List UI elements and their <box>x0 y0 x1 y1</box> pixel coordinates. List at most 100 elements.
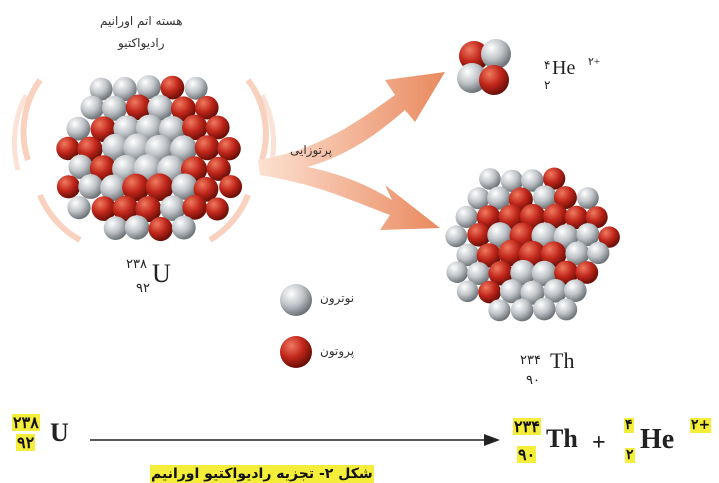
legend-neutron-label: نوترون <box>320 291 355 305</box>
nucleon-ball <box>467 187 490 210</box>
helium-nucleus <box>457 39 511 95</box>
nucleon-ball <box>456 243 480 267</box>
nucleon-ball <box>148 216 173 242</box>
nucleon-ball <box>112 195 139 222</box>
nucleon-ball <box>479 65 509 95</box>
helium-symbol: He <box>552 57 576 79</box>
uranium-caption-line2: رادیواکتیو <box>118 36 165 50</box>
nucleon-ball <box>89 155 117 182</box>
nucleon-ball <box>500 169 524 193</box>
nucleon-ball <box>91 196 117 221</box>
nucleon-ball <box>170 135 198 163</box>
nucleon-ball <box>479 168 501 190</box>
decay-arrow-lower <box>258 160 440 230</box>
eq-thorium-atomic: ۹۰ <box>517 445 537 464</box>
nucleon-ball <box>160 75 185 100</box>
nucleon-ball <box>476 243 502 268</box>
eq-plus-sign: + <box>592 430 606 456</box>
nucleon-ball <box>66 116 91 141</box>
nucleon-ball <box>205 197 229 221</box>
nucleon-ball <box>564 205 589 230</box>
nucleon-ball <box>575 261 599 284</box>
nucleon-ball <box>533 297 556 321</box>
nucleon-ball <box>478 280 501 304</box>
nucleon-ball <box>145 173 174 201</box>
nucleon-ball <box>103 216 128 241</box>
nucleon-ball <box>195 95 219 120</box>
eq-helium-charge: ۲+ <box>690 417 712 433</box>
equation-arrow-head <box>484 434 500 446</box>
nucleon-ball <box>585 206 608 229</box>
nucleon-ball <box>56 175 81 199</box>
nucleon-ball <box>455 205 478 228</box>
nucleon-ball <box>510 259 536 286</box>
nucleon-ball <box>184 76 208 100</box>
nucleon-ball <box>554 260 579 285</box>
nucleon-ball <box>102 95 127 121</box>
decay-arrow-label: پرتوزایی <box>290 143 332 157</box>
nucleon-ball <box>158 115 186 143</box>
nucleon-ball <box>206 156 231 181</box>
nucleon-ball <box>194 135 220 161</box>
nucleon-ball <box>193 176 219 202</box>
nucleon-ball <box>521 169 544 192</box>
uranium-caption-line1: هسته اتم اورانیم <box>100 14 183 28</box>
nucleon-ball <box>565 241 590 266</box>
nucleon-ball <box>78 174 104 199</box>
nucleon-ball <box>488 260 514 286</box>
nucleon-ball <box>576 223 600 247</box>
nucleon-ball <box>136 75 161 100</box>
nucleon-ball <box>481 39 511 69</box>
thorium-atomic-number: ۹۰ <box>526 372 540 387</box>
nucleon-ball <box>68 154 93 179</box>
nucleon-ball <box>499 279 524 304</box>
nucleon-ball <box>217 137 241 161</box>
eq-helium-mass: ۴ <box>624 417 634 433</box>
nucleon-ball <box>446 261 469 284</box>
decay-arrow-upper <box>258 72 445 175</box>
nucleon-ball <box>100 174 127 201</box>
nucleon-ball <box>147 95 174 121</box>
nucleon-ball <box>467 262 490 285</box>
nucleon-ball <box>182 195 207 220</box>
helium-atomic-number: ۲ <box>544 78 551 92</box>
nucleon-ball <box>498 239 525 267</box>
nucleon-ball <box>67 196 91 220</box>
nucleon-ball <box>532 185 557 210</box>
eq-thorium-symbol: Th <box>546 424 578 453</box>
nucleon-ball <box>577 187 599 209</box>
legend-proton-ball <box>280 336 312 368</box>
radiation-glow <box>11 78 277 243</box>
uranium-mass-number: ۲۳۸ <box>126 256 147 271</box>
nucleon-ball <box>182 114 208 141</box>
nucleon-ball <box>543 203 568 229</box>
nucleon-ball <box>543 279 568 303</box>
thorium-nucleus <box>445 167 620 322</box>
nucleon-ball <box>56 136 80 161</box>
legend-neutron-ball <box>280 284 312 316</box>
nucleon-ball <box>555 298 578 321</box>
nucleon-ball <box>487 186 511 210</box>
uranium-nucleus <box>56 75 243 242</box>
eq-helium-atomic: ۲ <box>625 447 635 463</box>
legend-proton-label: پروتون <box>320 344 355 358</box>
nucleon-ball <box>112 77 137 101</box>
thorium-symbol: Th <box>550 348 575 373</box>
eq-uranium-atomic: ۹۲ <box>16 433 36 452</box>
nucleon-ball <box>540 241 567 268</box>
nucleon-ball <box>520 280 545 305</box>
eq-helium-symbol: He <box>640 424 675 455</box>
nucleon-ball <box>457 63 487 93</box>
uranium-atomic-number: ۹۲ <box>136 280 150 295</box>
thorium-mass-number: ۲۳۴ <box>520 352 541 367</box>
nucleon-ball <box>488 299 511 322</box>
nucleon-ball <box>205 115 230 140</box>
nucleon-ball <box>553 186 577 210</box>
eq-uranium-mass: ۲۳۸ <box>12 413 40 432</box>
uranium-symbol: U <box>152 259 171 288</box>
nucleon-ball <box>531 260 558 287</box>
nucleon-ball <box>459 41 489 71</box>
nucleon-ball <box>122 173 150 202</box>
eq-thorium-mass: ۲۳۴ <box>513 417 541 436</box>
